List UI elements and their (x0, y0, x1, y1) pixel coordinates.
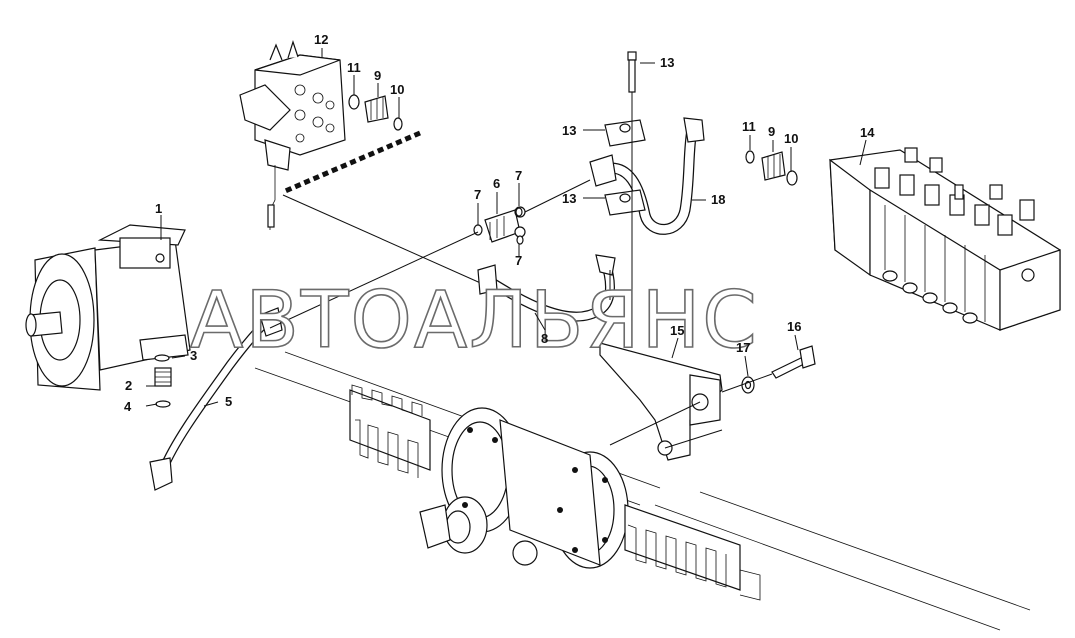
callout-11b: 11 (742, 119, 756, 134)
callout-9b: 9 (768, 124, 775, 139)
callout-6: 6 (493, 176, 500, 191)
axle-assembly (254, 351, 1031, 631)
hose-18 (589, 51, 705, 330)
tee-fitting (269, 179, 591, 329)
callout-12: 12 (314, 32, 328, 47)
callout-13c: 13 (562, 191, 576, 206)
callout-2: 2 (125, 378, 132, 393)
valve-bank (745, 147, 1061, 331)
callout-11a: 11 (347, 60, 361, 75)
callout-9a: 9 (374, 68, 381, 83)
callout-15: 15 (670, 323, 684, 338)
callout-7a: 7 (474, 187, 481, 202)
callout-10b: 10 (784, 131, 798, 146)
callout-10a: 10 (390, 82, 404, 97)
hose-8 (477, 254, 616, 322)
callout-labels: 1 2 3 4 5 6 7 7 7 8 9 9 10 10 11 11 12 1… (124, 32, 875, 414)
callout-4: 4 (124, 399, 132, 414)
callout-7b: 7 (515, 168, 522, 183)
callout-5: 5 (225, 394, 232, 409)
callout-7c: 7 (515, 253, 522, 268)
leader-lines (145, 48, 867, 407)
callout-13b: 13 (562, 123, 576, 138)
callout-18: 18 (711, 192, 725, 207)
callout-16: 16 (787, 319, 801, 334)
callout-13a: 13 (660, 55, 674, 70)
callout-3: 3 (190, 348, 197, 363)
control-valve (239, 40, 486, 286)
callout-8: 8 (541, 331, 548, 346)
hydraulic-pump (25, 224, 283, 491)
bracket-assembly (599, 342, 816, 461)
callout-1: 1 (155, 201, 162, 216)
callout-17: 17 (736, 340, 750, 355)
watermark-text: АВТОАЛЬЯНС (190, 276, 759, 366)
callout-14: 14 (860, 125, 875, 140)
